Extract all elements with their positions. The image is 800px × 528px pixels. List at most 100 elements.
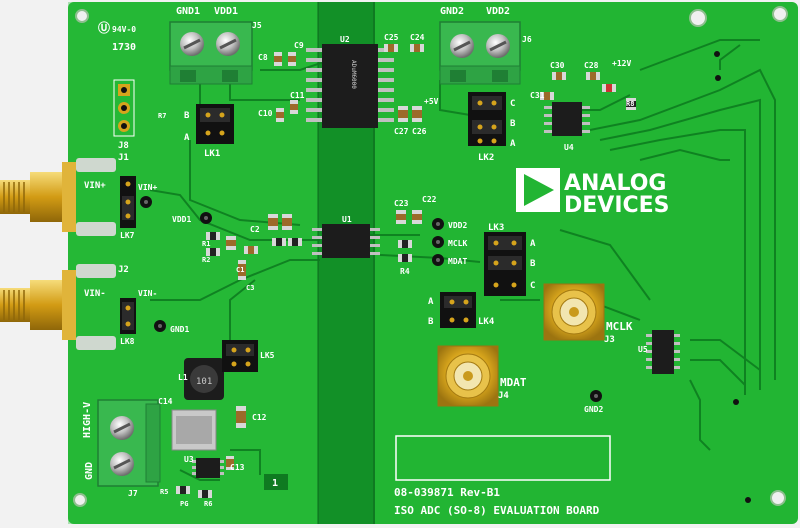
label-vdd2: VDD2 [486,6,510,17]
label-vin-minus-2: VIN- [138,289,157,298]
pad-1 [264,474,288,490]
capacitor-c14 [171,409,217,451]
label-c14: C14 [158,397,173,406]
label-c3: C3 [246,284,254,292]
label-c12: C12 [252,413,267,422]
label-u5: U5 [638,345,648,354]
label-u1: U1 [342,215,352,224]
label-vdd1-tp: VDD1 [172,215,191,224]
label-l1: L1 [178,373,188,382]
label-c26: C26 [412,127,427,136]
label-pg: PG [180,500,188,508]
chip-u3 [192,458,224,478]
label-r1: R1 [202,240,210,248]
label-c1: C1 [236,266,244,274]
analog-devices-logo: ANALOG DEVICES [516,168,670,218]
label-c9: C9 [294,41,304,50]
jumper-lk4[interactable] [440,292,476,328]
label-r6: R6 [204,500,212,508]
inductor-marking: 101 [196,377,212,387]
label-mclk-tp: MCLK [448,239,467,248]
chip-u2: ADuM6000 [306,44,394,128]
u1-passives [206,210,422,280]
label-high-v: HIGH-V [82,402,93,438]
terminal-block-j6[interactable] [439,21,521,85]
smb-connector-j4[interactable] [437,345,499,407]
label-c31: C31 [530,91,545,100]
label-j7: J7 [128,489,138,498]
label-lk7: LK7 [120,231,135,240]
label-c13: C13 [230,463,245,472]
silkscreen-outline-box [395,435,611,481]
jumper-lk7[interactable] [120,176,136,228]
mounting-hole [772,6,788,22]
sma-connector-j1[interactable] [0,158,116,236]
chip-u5 [646,330,680,374]
label-j1: J1 [118,153,129,163]
label-mdat-tp: MDAT [448,257,467,266]
label-c11: C11 [290,91,305,100]
inductor-l1: 101 [184,358,224,400]
label-c2: C2 [250,225,260,234]
label-j4: J4 [498,391,509,401]
label-c30: C30 [550,61,565,70]
label-c10: C10 [258,109,273,118]
label-c8: C8 [258,53,268,62]
label-j5: J5 [252,21,262,30]
label-vin-plus: VIN+ [84,181,106,191]
jumper-lk5[interactable] [222,340,258,372]
u2-marking: ADuM6000 [350,60,357,89]
label-c25: C25 [384,33,399,42]
chip-u1 [312,224,380,258]
label-vdd1: VDD1 [214,6,238,17]
label-j3: J3 [604,335,615,345]
label-lk4-a: A [428,297,434,307]
label-r2: R2 [202,256,210,264]
part-number: 08-039871 Rev-B1 [394,486,500,499]
label-j6: J6 [522,35,532,44]
mounting-hole [770,490,786,506]
j8-header [113,79,135,137]
label-gnd1: GND1 [176,6,200,17]
label-gnd2: GND2 [440,6,464,17]
label-r5: R5 [160,488,168,496]
label-lk1: LK1 [204,149,220,159]
terminal-block-j7[interactable] [97,399,161,487]
label-lk1-a: A [184,133,190,143]
label-u3: U3 [184,455,194,464]
label-lk2: LK2 [478,153,494,163]
mounting-hole [75,9,89,23]
board-title: ISO ADC (SO-8) EVALUATION BOARD [394,504,600,517]
jumper-lk8[interactable] [120,298,136,334]
jumper-lk2[interactable] [468,92,506,146]
chip-u4 [544,102,590,136]
mounting-hole [689,9,707,27]
test-points[interactable] [140,196,602,402]
label-lk3-a: A [530,239,536,249]
label-lk3-b: B [530,259,536,269]
label-mdat: MDAT [500,376,527,389]
label-r4: R4 [400,267,410,276]
label-gnd-block: GND [84,462,95,480]
terminal-block-j5[interactable] [169,21,253,85]
smb-connector-j3[interactable] [543,283,605,341]
label-r8: R8 [626,100,634,108]
label-lk1-b: B [184,111,190,121]
label-lk5: LK5 [260,351,275,360]
label-gnd1-tp: GND1 [170,325,189,334]
jumper-lk1[interactable] [196,104,234,144]
marking-94v: 94V-0 [112,25,136,34]
label-c27: C27 [394,127,409,136]
label-u4: U4 [564,143,574,152]
jumper-lk3[interactable] [484,232,526,296]
label-lk2-b: B [510,119,516,129]
sma-connector-j2[interactable] [0,264,116,350]
label-lk3: LK3 [488,223,504,233]
label-mclk: MCLK [606,320,633,333]
label-j8: J8 [118,141,129,151]
label-c28: C28 [584,61,599,70]
marking-date: 1730 [112,42,136,53]
smd-capacitors [274,44,636,122]
label-vdd2-tp: VDD2 [448,221,467,230]
